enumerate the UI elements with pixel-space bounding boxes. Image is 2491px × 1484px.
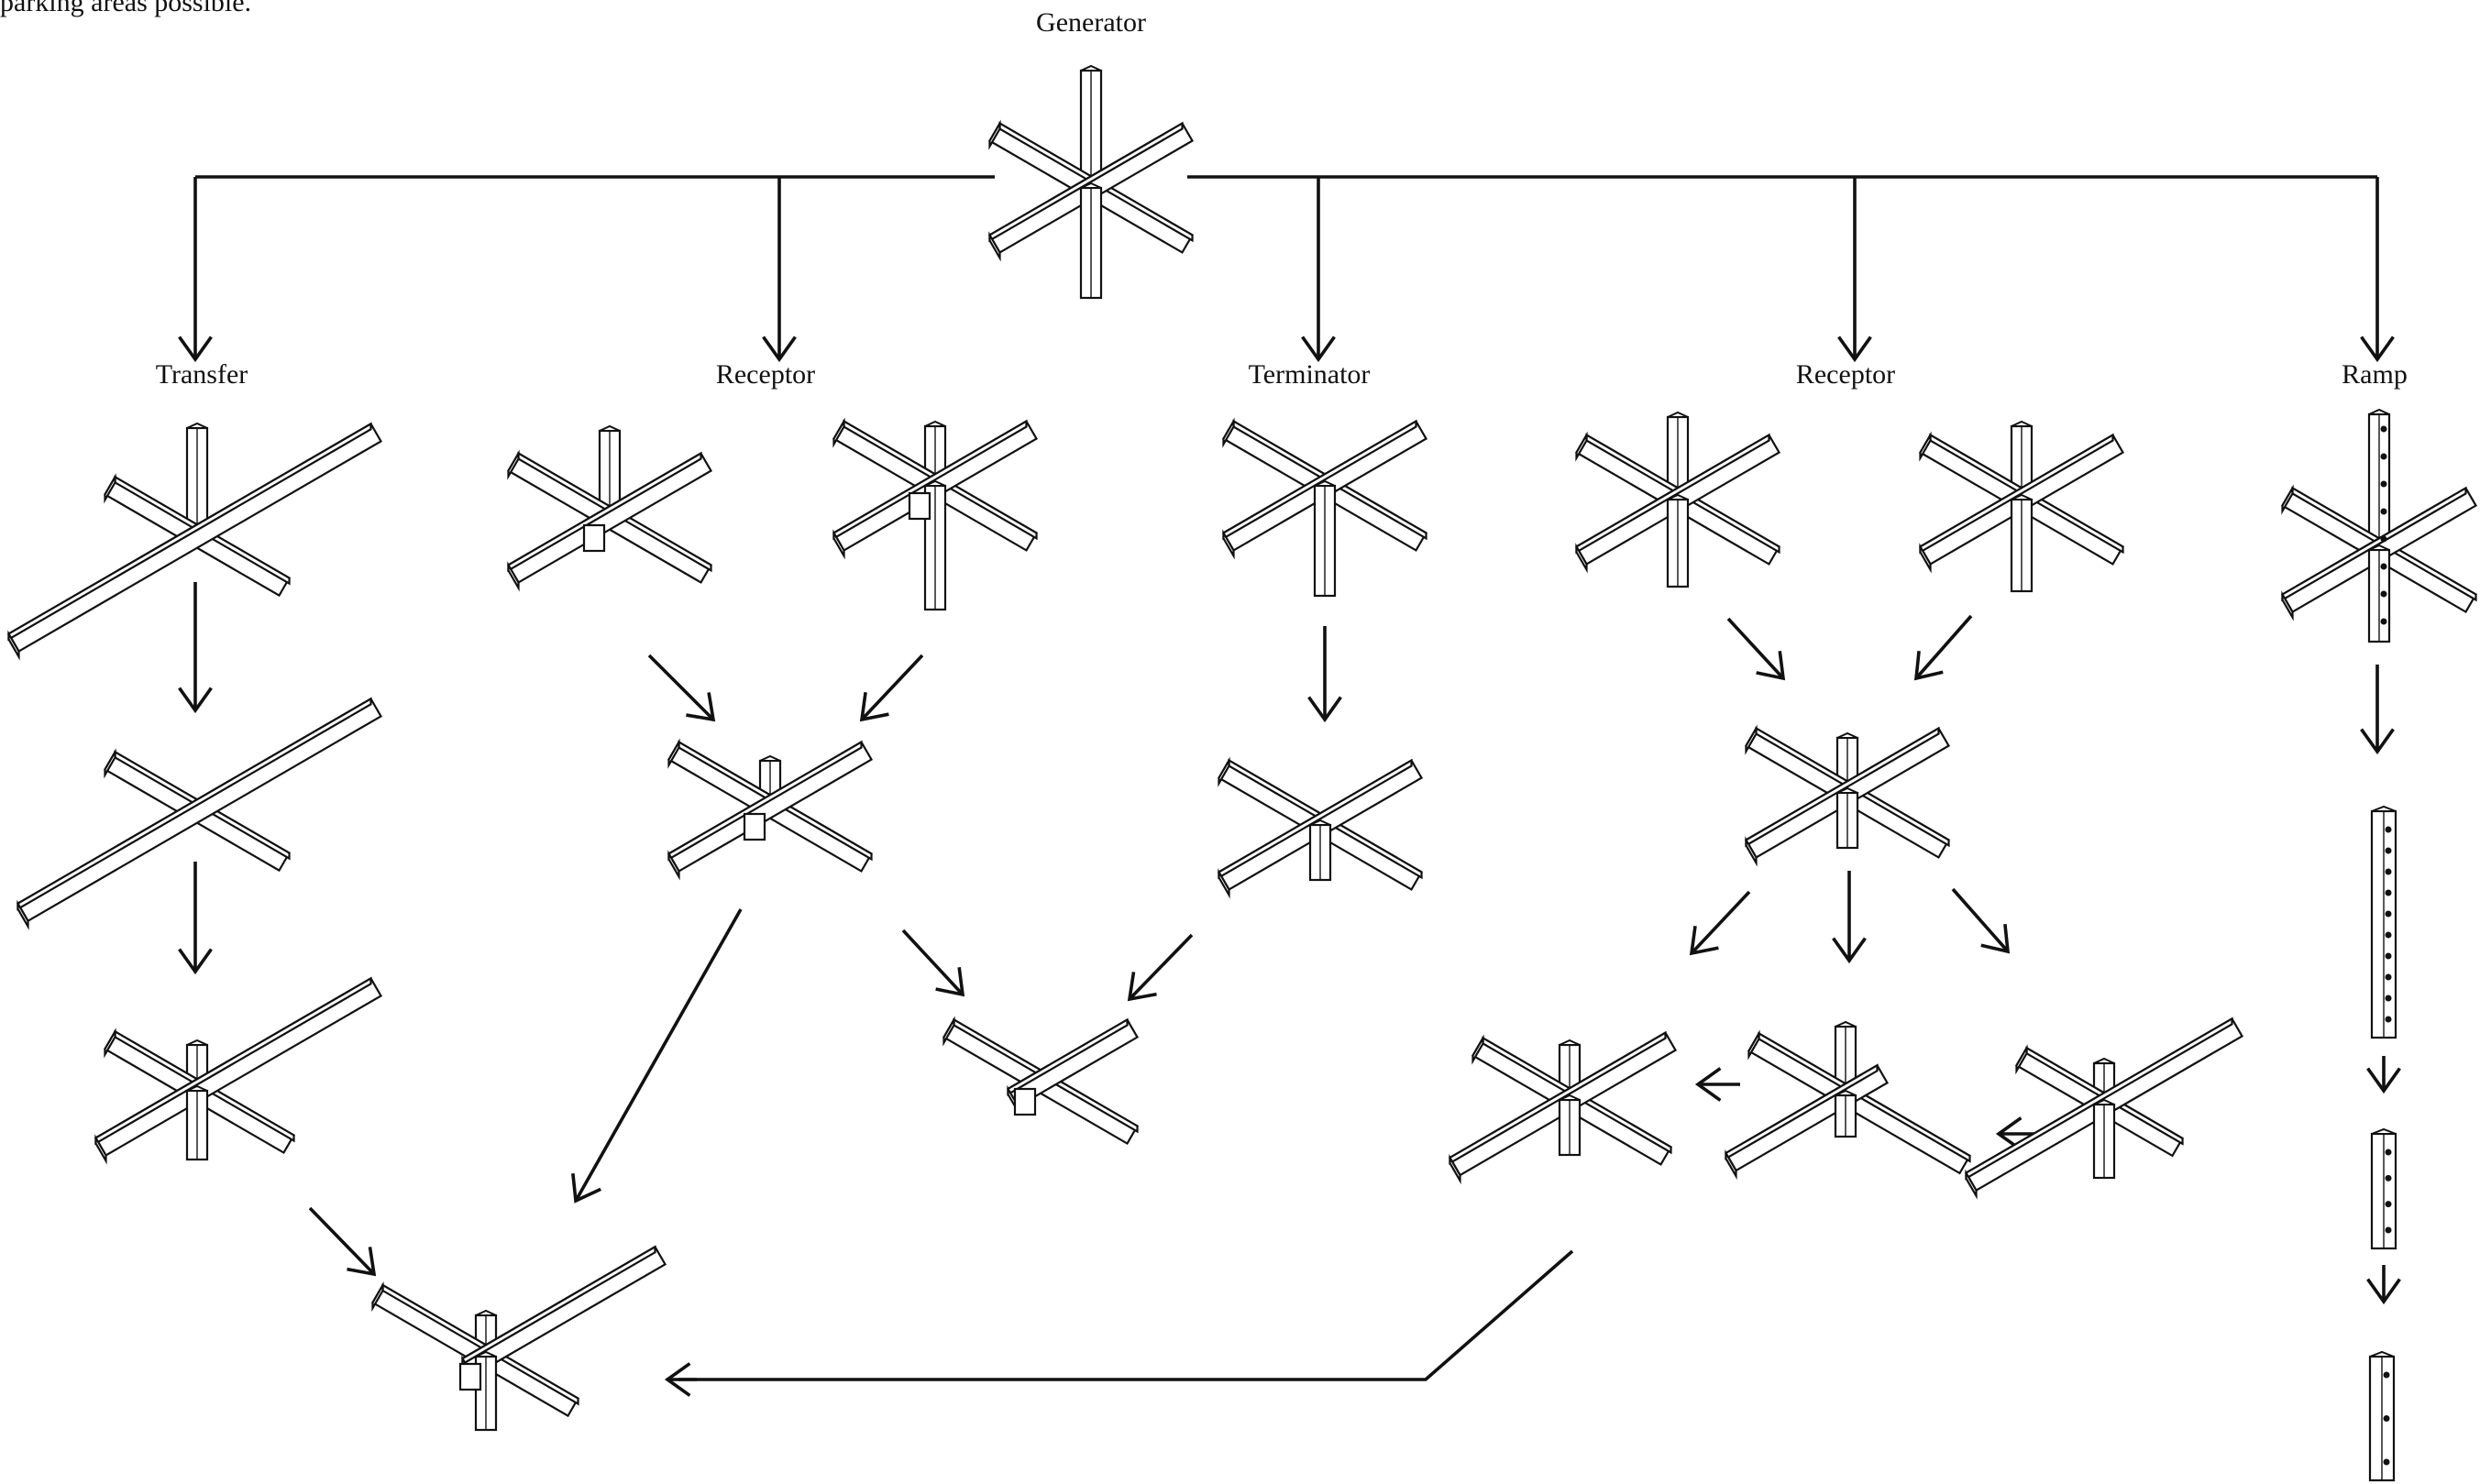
receptor-right-module-a: [1574, 411, 1781, 588]
transfer-module-2: [16, 697, 383, 930]
generator-module: [987, 64, 1195, 300]
label-terminator: Terminator: [1248, 359, 1371, 390]
label-transfer: Transfer: [155, 359, 248, 390]
arrow-to-receptor-left: [762, 177, 797, 363]
arrow-receptor-right-a: [1726, 617, 1786, 681]
receptor-left-module-a: [506, 424, 713, 592]
arrow-output-2-to-1: [1694, 1067, 1740, 1102]
arrow-receptor-right-b: [1913, 614, 1973, 681]
arrow-transfer-2-3: [178, 862, 213, 975]
arrow-to-final: [664, 1362, 697, 1397]
receptor-right-output-2: [1724, 1020, 1972, 1181]
arrow-receptor-right-out-1: [1689, 890, 1751, 956]
arrow-receptor-left-to-final: [571, 908, 743, 1204]
transfer-module-3: [94, 976, 383, 1165]
ramp-module-4: [2368, 1350, 2396, 1482]
arrow-to-terminator: [1301, 177, 1336, 363]
arrow-to-transfer: [178, 177, 213, 363]
receptor-left-combined: [667, 738, 874, 881]
arrow-transfer-1-2: [178, 582, 213, 714]
cropped-caption: parking areas possible.: [0, 0, 252, 17]
connector-lines: [178, 175, 2401, 1397]
arrow-receptor-left-to-merge: [901, 929, 965, 997]
transfer-module-1: [6, 422, 383, 661]
arrow-to-ramp: [2360, 177, 2395, 363]
arrow-terminator-to-merge: [1127, 933, 1194, 1002]
receptor-right-output-3: [1964, 1017, 2244, 1200]
arrow-transfer-to-final: [308, 1206, 377, 1277]
label-receptor-right: Receptor: [1795, 359, 1896, 390]
receptor-right-output-1: [1448, 1030, 1678, 1185]
terminator-module-2: [1217, 756, 1424, 899]
receptor-left-module-b: [832, 417, 1039, 611]
ramp-module-1: [2280, 408, 2478, 643]
arrow-receptor-left-b: [859, 654, 924, 722]
arrow-receptor-right-out-3: [1951, 887, 2011, 954]
modules-layer: [6, 64, 2478, 1482]
line-receptor-right-to-final: [678, 1249, 1574, 1381]
arrow-ramp-1-2: [2360, 665, 2395, 755]
arrow-ramp-2-3: [2366, 1056, 2401, 1094]
arrow-terminator-1-2: [1307, 626, 1342, 723]
arrow-receptor-right-out-2: [1832, 871, 1867, 964]
arrow-ramp-3-4: [2366, 1265, 2401, 1305]
final-module: [370, 1245, 667, 1432]
arrow-to-receptor-right: [1837, 177, 1872, 363]
label-ramp: Ramp: [2342, 359, 2408, 390]
receptor-right-combined: [1744, 724, 1951, 867]
ramp-module-2: [2370, 805, 2397, 1039]
merge-module: [942, 1016, 1140, 1146]
ramp-module-3: [2370, 1127, 2397, 1250]
label-receptor-left: Receptor: [715, 359, 816, 390]
arrow-receptor-left-a: [647, 654, 716, 722]
terminator-module-1: [1221, 417, 1428, 598]
receptor-right-module-b: [1918, 420, 2125, 593]
label-generator: Generator: [1036, 7, 1146, 38]
